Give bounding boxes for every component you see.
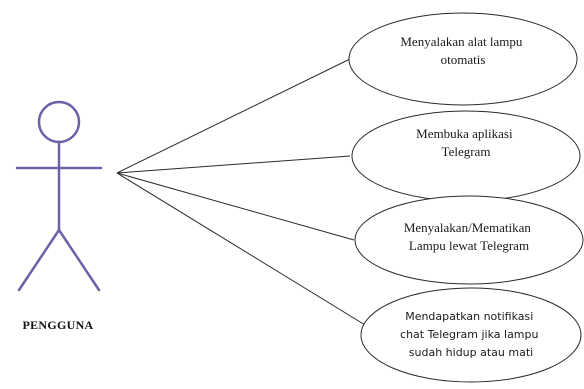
use-case-line: sudah hidup atau mati	[409, 346, 533, 359]
actor-head	[37, 100, 81, 144]
use-case-line: Mendapatkan notifikasi	[405, 310, 533, 323]
use-case-ellipse	[360, 287, 582, 383]
use-case-2: Membuka aplikasi Telegram	[351, 110, 581, 202]
actor-pengguna	[15, 100, 103, 292]
actor-right-leg	[57, 228, 101, 292]
use-case-1: Menyalakan alat lampu otomatis	[348, 12, 578, 106]
use-case-3: Menyalakan/Mematikan Lampu lewat Telegra…	[354, 195, 584, 285]
use-case-line: Membuka aplikasi	[416, 126, 513, 141]
actor-label: PENGGUNA	[22, 318, 93, 332]
use-case-ellipse	[348, 12, 578, 106]
use-case-line: Lampu lewat Telegram	[409, 238, 529, 253]
association-line-4	[116, 172, 371, 329]
use-case-ellipse	[354, 195, 584, 285]
use-case-line: chat Telegram jika lampu	[400, 328, 538, 341]
use-case-line: otomatis	[441, 52, 486, 67]
use-case-line: Menyalakan/Mematikan	[404, 220, 532, 235]
use-case-4: Mendapatkan notifikasi chat Telegram jik…	[360, 287, 582, 383]
use-case-line: Menyalakan alat lampu	[400, 34, 523, 49]
use-case-line: Telegram	[442, 144, 491, 159]
use-case-label: Menyalakan/Mematikan Lampu lewat Telegra…	[404, 220, 534, 253]
actor-left-leg	[17, 228, 61, 292]
use-case-label: Membuka aplikasi Telegram	[416, 126, 516, 159]
association-line-2	[116, 155, 351, 174]
association-line-3	[116, 172, 355, 241]
use-case-label: Menyalakan alat lampu otomatis	[400, 34, 525, 67]
use-case-label: Mendapatkan notifikasi chat Telegram jik…	[400, 310, 542, 359]
associations	[116, 58, 371, 329]
association-line-1	[116, 58, 351, 174]
